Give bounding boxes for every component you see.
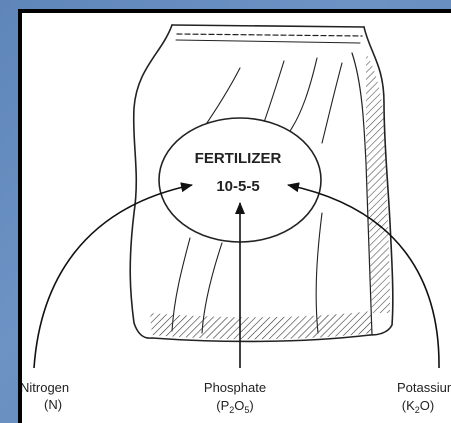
nitrogen-symbol: (N) xyxy=(44,397,62,412)
phosphate-label: Phosphate xyxy=(204,380,266,395)
bag-wrinkle xyxy=(322,63,342,143)
diagram-panel: FERTILIZER 10-5-5 Nitrogen (N) Phosphate… xyxy=(22,13,451,423)
bag-seam xyxy=(177,34,362,36)
bag-title: FERTILIZER xyxy=(195,150,282,167)
bag-grade: 10-5-5 xyxy=(216,178,259,195)
potassium-label: Potassium xyxy=(397,380,451,395)
phosphate-symbol: (P2O5) xyxy=(216,398,254,415)
bag-top-edge xyxy=(172,25,364,27)
bag-bottom-shading xyxy=(150,311,372,339)
bag-wrinkle xyxy=(290,58,317,131)
bag-wrinkle xyxy=(316,213,322,333)
bag-seam-line xyxy=(176,40,360,43)
potassium-symbol: (K2O) xyxy=(402,398,434,415)
nitrogen-label: Nitrogen xyxy=(22,380,69,395)
nitrogen-arrow xyxy=(34,185,192,368)
fertilizer-diagram: FERTILIZER 10-5-5 Nitrogen (N) Phosphate… xyxy=(22,13,451,423)
